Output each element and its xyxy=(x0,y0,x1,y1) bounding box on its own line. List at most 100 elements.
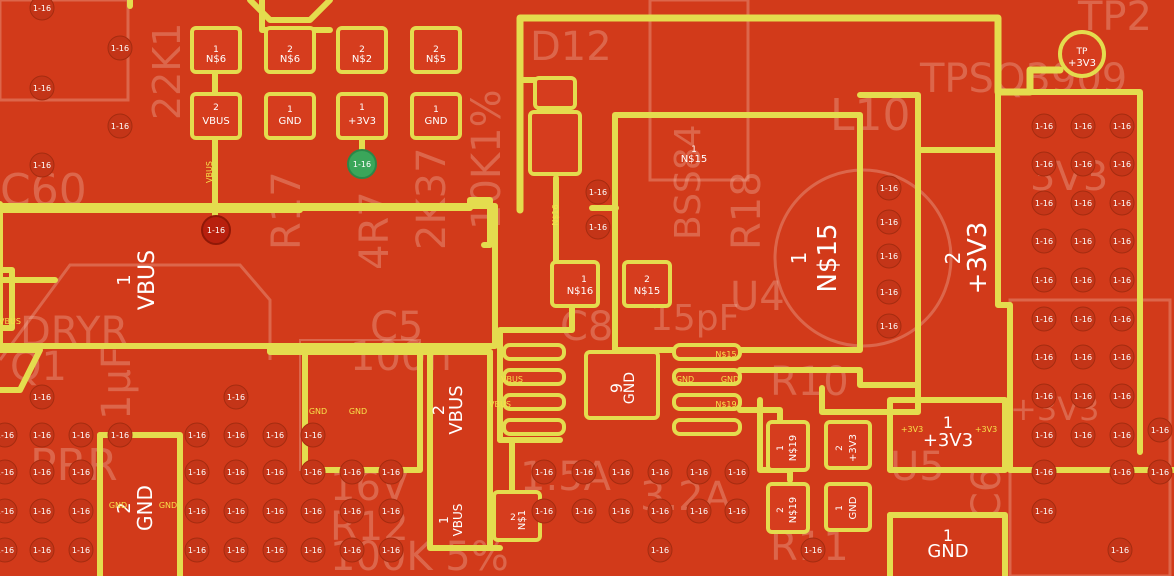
svg-text:2: 2 xyxy=(114,502,135,513)
svg-text:VBUS: VBUS xyxy=(501,375,523,384)
via-label: 1-16 xyxy=(227,393,245,402)
via-label: 1-16 xyxy=(728,507,746,516)
via xyxy=(1031,459,1057,485)
svg-text:N$5: N$5 xyxy=(426,54,446,65)
silk-1uf: 1μF xyxy=(94,346,140,420)
via-label: 1-16 xyxy=(33,431,51,440)
pad-p16[interactable]: 2 N$19 xyxy=(766,482,810,534)
silk-r18: R18 xyxy=(724,171,770,250)
svg-text:GND: GND xyxy=(133,485,157,531)
pad-p1[interactable]: 1 N$6 xyxy=(190,26,242,74)
pad-p14[interactable]: 1 N$19 xyxy=(766,420,810,472)
via xyxy=(1109,113,1135,139)
svg-text:N$2: N$2 xyxy=(352,54,372,65)
pad-p6[interactable]: 1 GND xyxy=(264,92,316,140)
via-label: 1-16 xyxy=(880,322,898,331)
annot-3v3-b: +3V3 xyxy=(975,425,997,434)
via xyxy=(29,152,55,178)
testpoint-tp[interactable]: TP +3V3 xyxy=(1058,30,1106,78)
via-label: 1-16 xyxy=(1035,199,1053,208)
pad-p4[interactable]: 2 N$5 xyxy=(410,26,462,74)
via xyxy=(1031,383,1057,409)
svg-text:1: 1 xyxy=(437,516,451,524)
via xyxy=(1109,151,1135,177)
annot-3v3-a: +3V3 xyxy=(901,425,923,434)
via xyxy=(1031,306,1057,332)
annot-gnd-c: GND xyxy=(109,501,127,510)
svg-text:N$15: N$15 xyxy=(634,286,661,297)
via xyxy=(107,422,133,448)
via-label: 1-16 xyxy=(1074,160,1092,169)
via-label: 1-16 xyxy=(1035,276,1053,285)
svg-text:GND: GND xyxy=(676,375,694,384)
via xyxy=(1147,459,1173,485)
ic-u4[interactable]: 9 GND VBUS VBUS N$15 GND GND N$19 xyxy=(489,343,742,436)
via-label: 1-16 xyxy=(0,468,14,477)
via xyxy=(339,459,365,485)
via-label: 1-16 xyxy=(33,393,51,402)
big-label-3v3-right: 1 +3V3 xyxy=(923,413,973,451)
via xyxy=(29,459,55,485)
via xyxy=(223,459,249,485)
svg-text:GND: GND xyxy=(927,541,968,562)
svg-text:1: 1 xyxy=(776,445,786,451)
via xyxy=(1109,383,1135,409)
via-label: 1-16 xyxy=(880,252,898,261)
silk-22k1: 22K1 xyxy=(145,23,189,120)
via-label: 1-16 xyxy=(535,468,553,477)
via-label: 1-16 xyxy=(1035,431,1053,440)
via xyxy=(223,422,249,448)
pad-q-top[interactable] xyxy=(533,76,577,110)
via xyxy=(571,459,597,485)
via xyxy=(378,459,404,485)
svg-text:VBUS: VBUS xyxy=(135,250,160,310)
pad-p15[interactable]: 2 +3V3 xyxy=(824,420,872,470)
via xyxy=(724,498,750,524)
green-marker-label: 1-16 xyxy=(353,160,371,169)
via xyxy=(184,459,210,485)
pad-p8[interactable]: 1 GND xyxy=(410,92,462,140)
via xyxy=(1031,228,1057,254)
svg-text:1: 1 xyxy=(114,274,135,285)
via-label: 1-16 xyxy=(1035,160,1053,169)
via-label: 1-16 xyxy=(1074,122,1092,131)
via xyxy=(531,459,557,485)
via-label: 1-16 xyxy=(382,546,400,555)
via-label: 1-16 xyxy=(1035,315,1053,324)
svg-text:GND: GND xyxy=(848,496,859,519)
svg-text:N$19: N$19 xyxy=(788,497,799,524)
via-label: 1-16 xyxy=(1113,160,1131,169)
via-label: 1-16 xyxy=(1035,507,1053,516)
pad-p9[interactable]: 1 N$16 xyxy=(550,260,600,308)
via xyxy=(686,498,712,524)
via xyxy=(184,537,210,563)
pad-p10[interactable]: 2 N$15 xyxy=(622,260,672,308)
via xyxy=(378,537,404,563)
svg-text:1: 1 xyxy=(581,275,587,285)
via xyxy=(1031,151,1057,177)
via xyxy=(262,422,288,448)
annot-gnd-d: GND xyxy=(159,501,177,510)
silk-100n: 100n xyxy=(350,334,452,380)
via xyxy=(29,537,55,563)
via-label: 1-16 xyxy=(612,507,630,516)
pad-p13[interactable]: 2 N$1 xyxy=(492,490,542,542)
pad-p2[interactable]: 2 N$6 xyxy=(264,26,316,74)
via xyxy=(223,537,249,563)
via-label: 1-16 xyxy=(304,431,322,440)
svg-text:2: 2 xyxy=(644,275,650,285)
svg-text:GND: GND xyxy=(721,375,739,384)
pad-p17[interactable]: 1 GND xyxy=(824,482,872,532)
pad-q-body[interactable] xyxy=(528,110,582,176)
via-label: 1-16 xyxy=(304,468,322,477)
via xyxy=(29,384,55,410)
via-label: 1-16 xyxy=(111,44,129,53)
svg-text:2: 2 xyxy=(287,45,293,55)
via xyxy=(223,384,249,410)
pad-p7[interactable]: 1 +3V3 xyxy=(336,92,388,140)
pad-p3[interactable]: 2 N$2 xyxy=(336,26,388,74)
pad-p5[interactable]: 2 VBUS xyxy=(190,92,242,140)
via xyxy=(571,498,597,524)
via xyxy=(1031,267,1057,293)
